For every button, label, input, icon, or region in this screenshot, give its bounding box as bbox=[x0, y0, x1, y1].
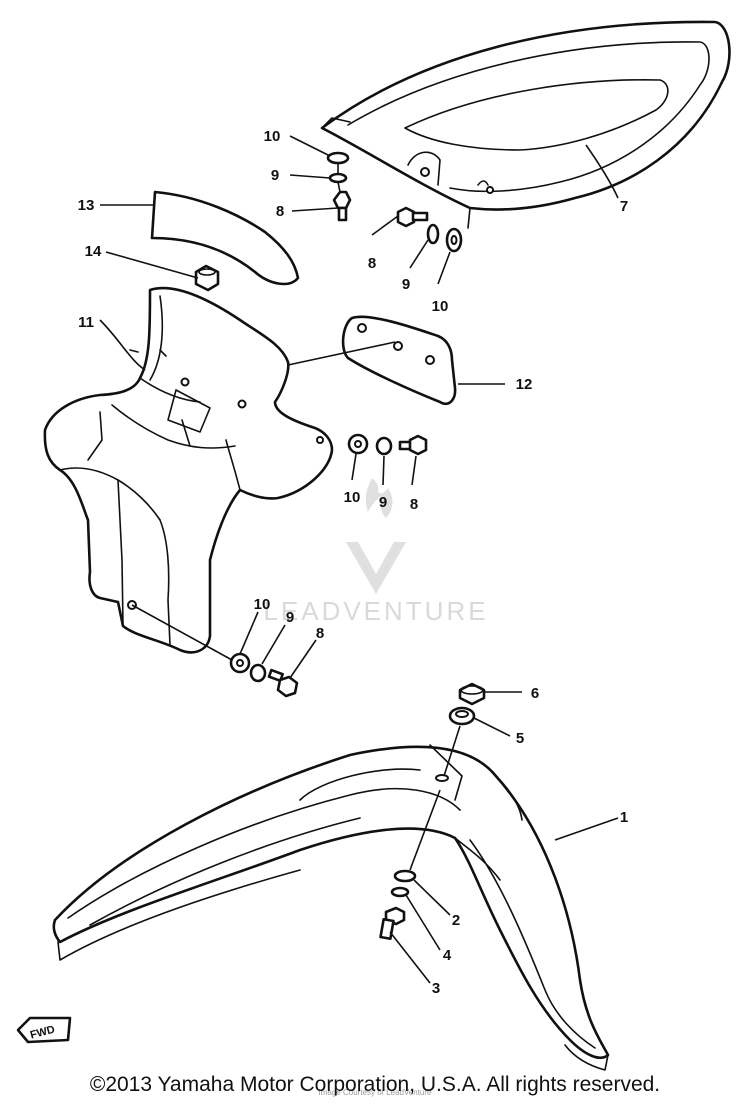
callout-9: 9 bbox=[271, 167, 279, 184]
callout-3: 3 bbox=[432, 980, 440, 997]
callout-10: 10 bbox=[344, 489, 361, 506]
callout-4: 4 bbox=[443, 947, 452, 964]
rear-mudguard bbox=[43, 286, 334, 654]
callout-14: 14 bbox=[85, 243, 102, 260]
copyright-notice: ©2013 Yamaha Motor Corporation, U.S.A. A… bbox=[89, 1073, 661, 1096]
callout-13: 13 bbox=[78, 197, 95, 214]
callout-10: 10 bbox=[254, 596, 271, 613]
callout-12: 12 bbox=[516, 376, 533, 393]
callout-5: 5 bbox=[516, 730, 524, 747]
mudguard-bottom-fasteners bbox=[131, 604, 299, 698]
callout-labels: 10 9 8 13 14 11 7 8 9 10 12 10 9 8 10 9 … bbox=[78, 128, 629, 997]
callout-7: 7 bbox=[620, 198, 628, 215]
callout-9: 9 bbox=[379, 494, 387, 511]
fwd-direction-mark: FWD bbox=[16, 1016, 72, 1044]
callout-8: 8 bbox=[368, 255, 376, 272]
callout-leaders bbox=[99, 135, 619, 984]
callout-1: 1 bbox=[620, 809, 628, 826]
callout-8: 8 bbox=[276, 203, 284, 220]
faint-caption: Image Courtesy of LeadVenture bbox=[318, 1088, 432, 1097]
callout-2: 2 bbox=[452, 912, 460, 929]
front-fender bbox=[52, 744, 610, 1071]
callout-10: 10 bbox=[432, 298, 449, 315]
callout-9: 9 bbox=[286, 609, 294, 626]
callout-9: 9 bbox=[402, 276, 410, 293]
watermark: LEADVENTURE bbox=[263, 478, 488, 626]
watermark-text: LEADVENTURE bbox=[263, 596, 488, 626]
rear-reflector-strip bbox=[150, 190, 300, 286]
callout-8: 8 bbox=[316, 625, 324, 642]
callout-6: 6 bbox=[531, 685, 539, 702]
rear-fender-fasteners bbox=[326, 151, 463, 253]
callout-10: 10 bbox=[264, 128, 281, 145]
callout-11: 11 bbox=[78, 314, 94, 331]
rear-fender bbox=[320, 20, 731, 229]
mudguard-side-fasteners bbox=[347, 433, 428, 456]
grommet bbox=[194, 264, 220, 292]
callout-8: 8 bbox=[410, 496, 418, 513]
license-plate-bracket bbox=[341, 315, 457, 406]
front-fender-fasteners bbox=[379, 682, 486, 941]
